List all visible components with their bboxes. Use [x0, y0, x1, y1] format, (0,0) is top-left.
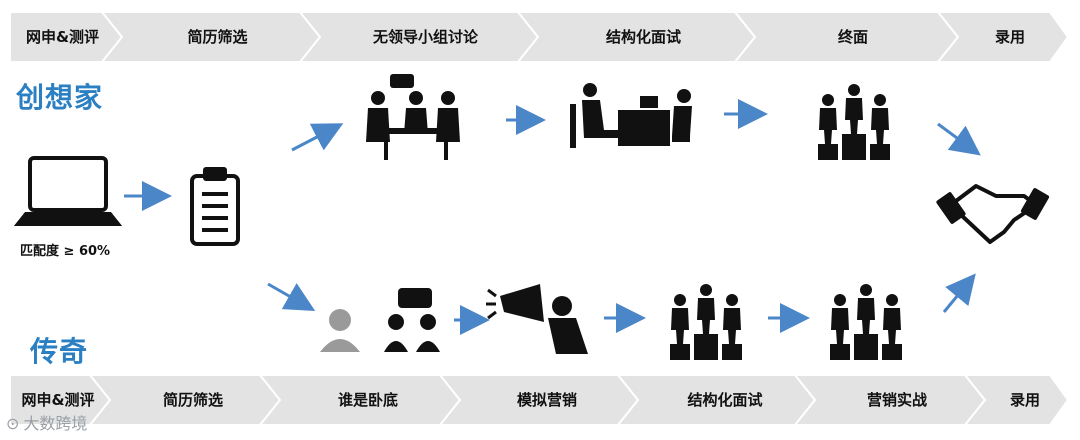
- top-chevron-shapes: [10, 12, 1070, 62]
- bottom-stage-3: 谁是卧底: [337, 391, 398, 409]
- top-track-title: 创想家: [16, 81, 104, 114]
- bottom-stage-5: 结构化面试: [687, 391, 763, 409]
- interview-icon: [570, 83, 692, 148]
- top-stage-6: 录用: [994, 28, 1025, 46]
- megaphone-icon: [486, 284, 588, 354]
- top-process-bar: 网申&测评 简历筛选 无领导小组讨论 结构化面试 终面 录用: [10, 12, 1070, 62]
- bottom-stage-1: 网申&测评: [21, 391, 95, 409]
- watermark-logo-icon: ⊙: [6, 414, 20, 433]
- bottom-track-title: 传奇: [30, 335, 89, 368]
- group-discussion-icon: [366, 74, 460, 160]
- undercover-icon: [320, 288, 440, 352]
- top-stage-1: 网申&测评: [25, 28, 100, 46]
- top-stage-3: 无领导小组讨论: [372, 28, 478, 46]
- bottom-stage-2: 简历筛选: [162, 391, 223, 409]
- watermark: ⊙大数跨境: [6, 410, 87, 434]
- structured-interview-podium-icon: [670, 284, 742, 360]
- watermark-text: 大数跨境: [23, 414, 88, 433]
- final-interview-icon: [818, 84, 890, 160]
- flow-arrows: [124, 99, 981, 335]
- top-stage-2: 简历筛选: [187, 28, 248, 46]
- bottom-stage-6: 营销实战: [866, 391, 927, 409]
- top-stage-5: 终面: [837, 28, 868, 46]
- laptop-icon: [13, 156, 123, 226]
- bottom-chevron-shapes: [10, 375, 1070, 425]
- handshake-icon: [936, 184, 1050, 244]
- clipboard-icon: [190, 167, 240, 246]
- marketing-practice-podium-icon: [830, 284, 902, 360]
- bottom-process-bar: 网申&测评 简历筛选 谁是卧底 模拟营销 结构化面试 营销实战 录用: [10, 375, 1070, 425]
- bottom-stage-4: 模拟营销: [516, 391, 577, 409]
- match-caption: 匹配度 ≥ 60%: [20, 244, 111, 259]
- top-stage-4: 结构化面试: [605, 28, 681, 46]
- bottom-stage-7: 录用: [1009, 391, 1040, 409]
